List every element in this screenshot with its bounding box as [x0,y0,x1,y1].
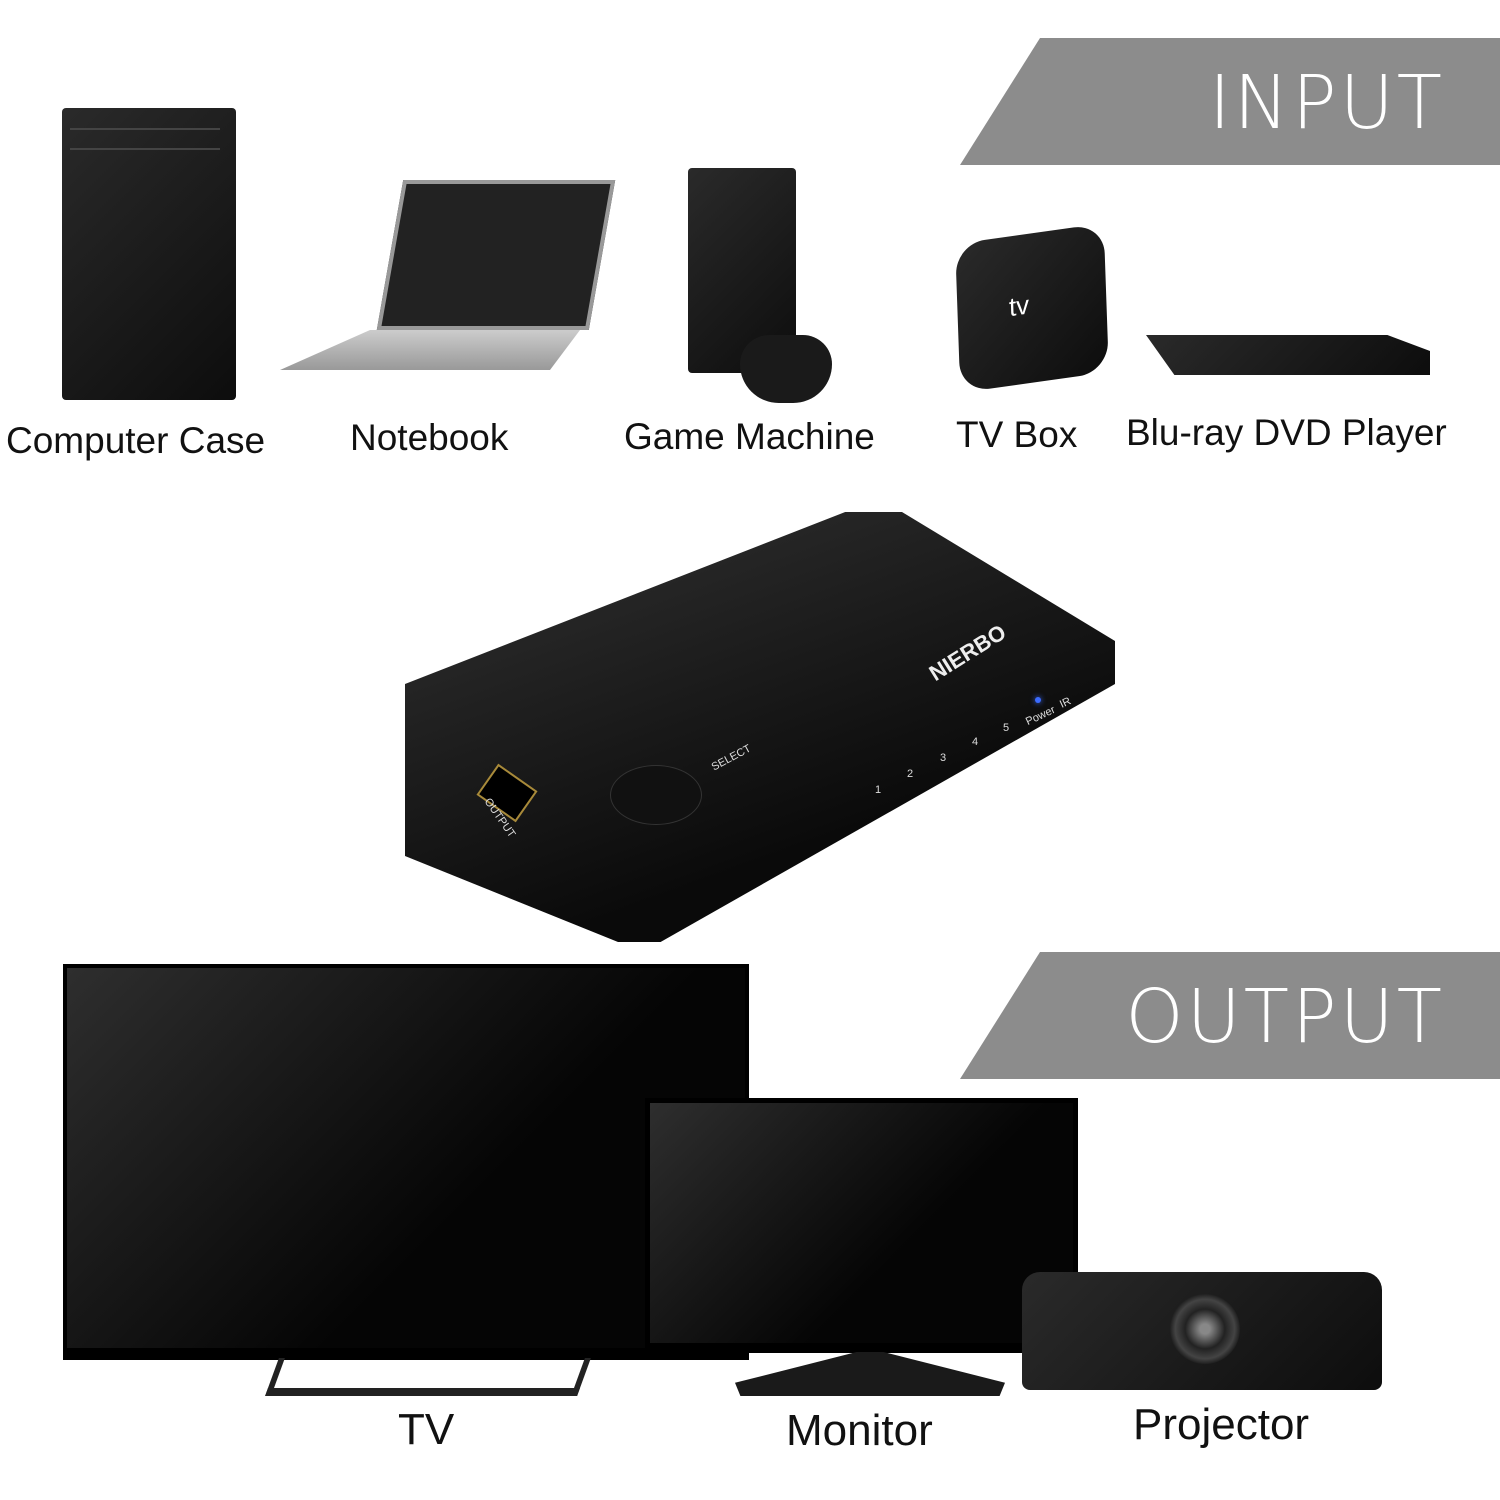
input-label-bluray-player: Blu-ray DVD Player [1126,412,1447,453]
tv-stand [265,1358,591,1396]
input-label-notebook: Notebook [350,417,509,458]
input-label-computer-case: Computer Case [6,420,266,461]
indicator-panel: 1 2 3 4 5 Power IR [855,662,1115,812]
output-label-tv: TV [398,1405,455,1454]
select-button[interactable] [610,765,702,825]
power-led-icon [1035,697,1041,703]
input-label-game-machine: Game Machine [624,416,875,457]
port-2-indicator: 2 [907,768,914,780]
monitor-image [645,1098,1078,1353]
input-banner: INPUT [960,38,1500,165]
port-4-indicator: 4 [972,736,979,748]
power-label: Power [1023,703,1058,729]
tv-box-image: tv [955,223,1109,393]
ir-label: IR [1057,695,1074,711]
monitor-stand [735,1352,1005,1396]
port-1-indicator: 1 [875,784,882,796]
port-3-indicator: 3 [940,752,947,764]
port-5-indicator: 5 [1003,722,1010,734]
bluray-player-image [1146,335,1430,375]
hdmi-switch: NIERBO SELECT OUTPUT 1 2 3 4 5 Power IR [405,512,1115,942]
controller-image [740,335,832,403]
computer-case-image [62,108,236,400]
laptop-image [280,180,616,370]
input-label-tv-box: TV Box [956,414,1078,455]
output-label-projector: Projector [1133,1400,1310,1449]
output-banner: OUTPUT [960,952,1500,1079]
tv-image [63,964,749,1360]
projector-image [1022,1272,1382,1390]
output-label-monitor: Monitor [786,1406,933,1455]
